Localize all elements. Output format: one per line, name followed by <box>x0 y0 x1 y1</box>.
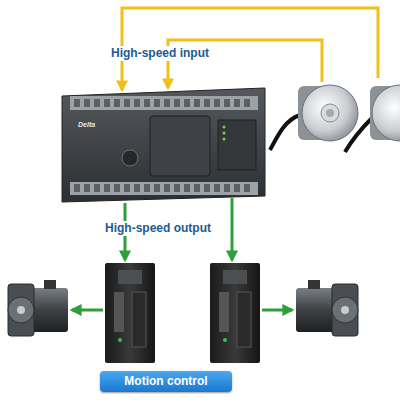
caption-band: Motion control <box>100 371 232 392</box>
brand-logo: Delta <box>78 120 95 129</box>
node-text: Motion control <box>100 371 232 392</box>
signal-label: High-speed output <box>102 221 214 236</box>
signal-label: High-speed input <box>108 46 212 61</box>
